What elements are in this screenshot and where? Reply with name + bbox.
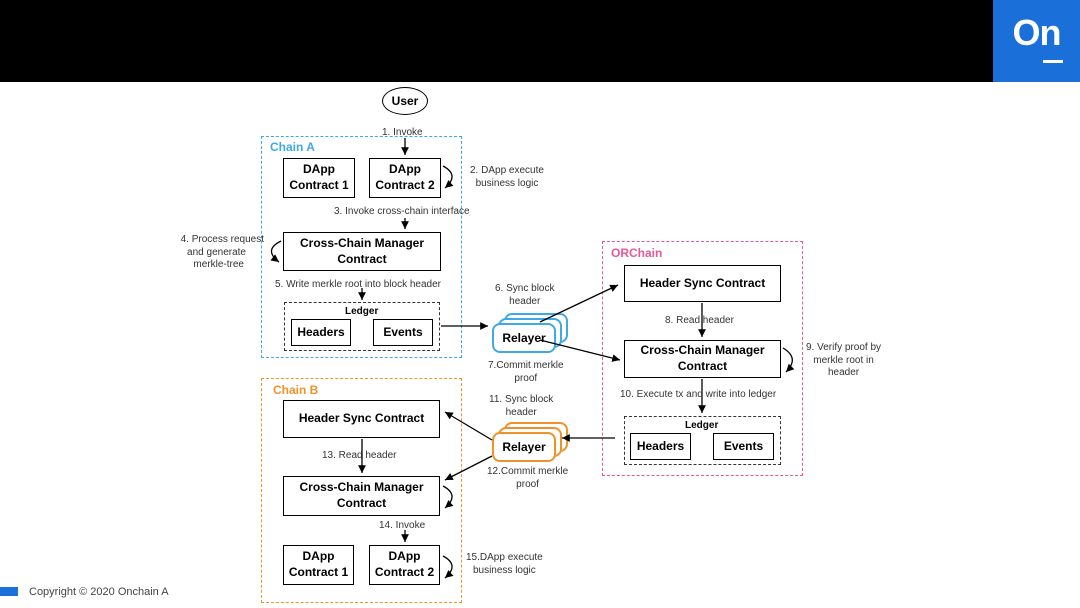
box-line: Cross-Chain Manager (640, 343, 765, 358)
box-line: Contract 1 (288, 565, 349, 579)
orchain-ledger-label: Ledger (685, 420, 719, 431)
note-line: 12.Commit merkle (487, 466, 569, 477)
orchain-events: Events (713, 433, 774, 460)
box-line: Contract 1 (289, 178, 349, 192)
note-line: header (509, 295, 541, 307)
arrow-sync-header-to-chain-b (444, 411, 493, 441)
copyright: Copyright © 2020 Onchain A (29, 586, 169, 598)
chain-a-events: Events (373, 319, 433, 346)
step-2-note: 2. DApp execute business logic (470, 165, 544, 190)
step-9-note: 9. Verify proof by merkle root in header (806, 342, 881, 380)
step-8-note: 8. Read header (665, 315, 734, 326)
step-7-note: 7.Commit merkle proof (488, 360, 564, 385)
chain-a-label: Chain A (270, 140, 315, 154)
chain-a-ledger (284, 302, 440, 351)
arrow-sync-header-to-orchain (539, 284, 619, 323)
note-line: and generate (187, 246, 246, 258)
note-line: proof (514, 372, 538, 384)
box-line: Contract 2 (374, 565, 435, 579)
onchain-logo: On (993, 0, 1080, 82)
note-line: 15.DApp execute (466, 552, 543, 563)
note-line: 4. Process request (180, 234, 264, 245)
step-12-note: 12.Commit merkle proof (487, 466, 568, 491)
chain-b-header-sync-contract: Header Sync Contract (283, 400, 440, 438)
box-line: Contract (677, 359, 728, 373)
step-10-note: 10. Execute tx and write into ledger (620, 389, 777, 400)
chain-b-label: Chain B (273, 383, 319, 397)
box-line: Cross-Chain Manager (299, 235, 425, 250)
box-line: Contract (336, 496, 387, 510)
arrow-dapp-execute (442, 165, 454, 189)
step-4-note: 4. Process request and generate merkle-t… (170, 234, 264, 272)
note-line: proof (516, 478, 539, 490)
orchain-headers: Headers (630, 433, 691, 460)
box-line: DApp (388, 549, 421, 564)
box-line: DApp (303, 162, 335, 177)
orchain-label: ORChain (611, 246, 663, 260)
step-13-note: 13. Read header (322, 450, 397, 461)
chain-a-region (261, 136, 462, 358)
box-line: Contract (337, 251, 387, 266)
note-line: 6. Sync block (495, 283, 555, 294)
note-line: 11. Sync block (489, 394, 554, 405)
orchain-header-sync-contract: Header Sync Contract (624, 265, 781, 302)
note-line: 9. Verify proof by (806, 342, 882, 353)
box-line: DApp (302, 549, 335, 564)
arrow-verify-proof (782, 347, 795, 373)
chain-a-headers: Headers (291, 319, 351, 346)
step-11-note: 11. Sync block header (489, 394, 553, 419)
step-15-note: 15.DApp execute business logic (466, 552, 543, 577)
logo-underline (1043, 60, 1063, 63)
note-line: merkle root in (813, 354, 874, 366)
footer-accent (0, 587, 18, 596)
logo-text: On (1012, 12, 1062, 53)
note-line: merkle-tree (193, 259, 244, 270)
arrow-chain-b-dapp-execute (442, 555, 454, 579)
box-line: DApp (389, 162, 421, 177)
step-3-note: 3. Invoke cross-chain interface (334, 206, 470, 217)
arrow-commit-proof-to-chain-b (444, 455, 493, 481)
arrow-commit-proof-to-orchain (539, 339, 621, 362)
note-line: header (827, 367, 860, 378)
box-line: Cross-Chain Manager (299, 480, 424, 495)
note-line: 7.Commit merkle (488, 360, 564, 371)
note-line: business logic (472, 564, 536, 576)
arrow-chain-b-verify (442, 485, 454, 509)
step-1-note: 1. Invoke (382, 127, 423, 138)
note-line: 2. DApp execute (470, 165, 544, 176)
top-banner (0, 0, 1080, 82)
user-node: User (382, 87, 428, 115)
orchain-ledger (624, 416, 781, 465)
note-line: header (505, 406, 537, 418)
step-5-note: 5. Write merkle root into block header (275, 279, 442, 290)
orchain-region (602, 241, 803, 476)
relayer-bottom: Relayer (492, 432, 556, 462)
chain-b-region (261, 378, 462, 603)
note-line: business logic (475, 177, 539, 189)
chain-a-ledger-label: Ledger (345, 306, 379, 317)
arrow-process-request (270, 240, 282, 263)
step-6-note: 6. Sync block header (495, 283, 554, 308)
relayer-top: Relayer (492, 323, 556, 353)
box-line: Contract 2 (375, 178, 435, 192)
step-14-note: 14. Invoke (379, 520, 426, 531)
